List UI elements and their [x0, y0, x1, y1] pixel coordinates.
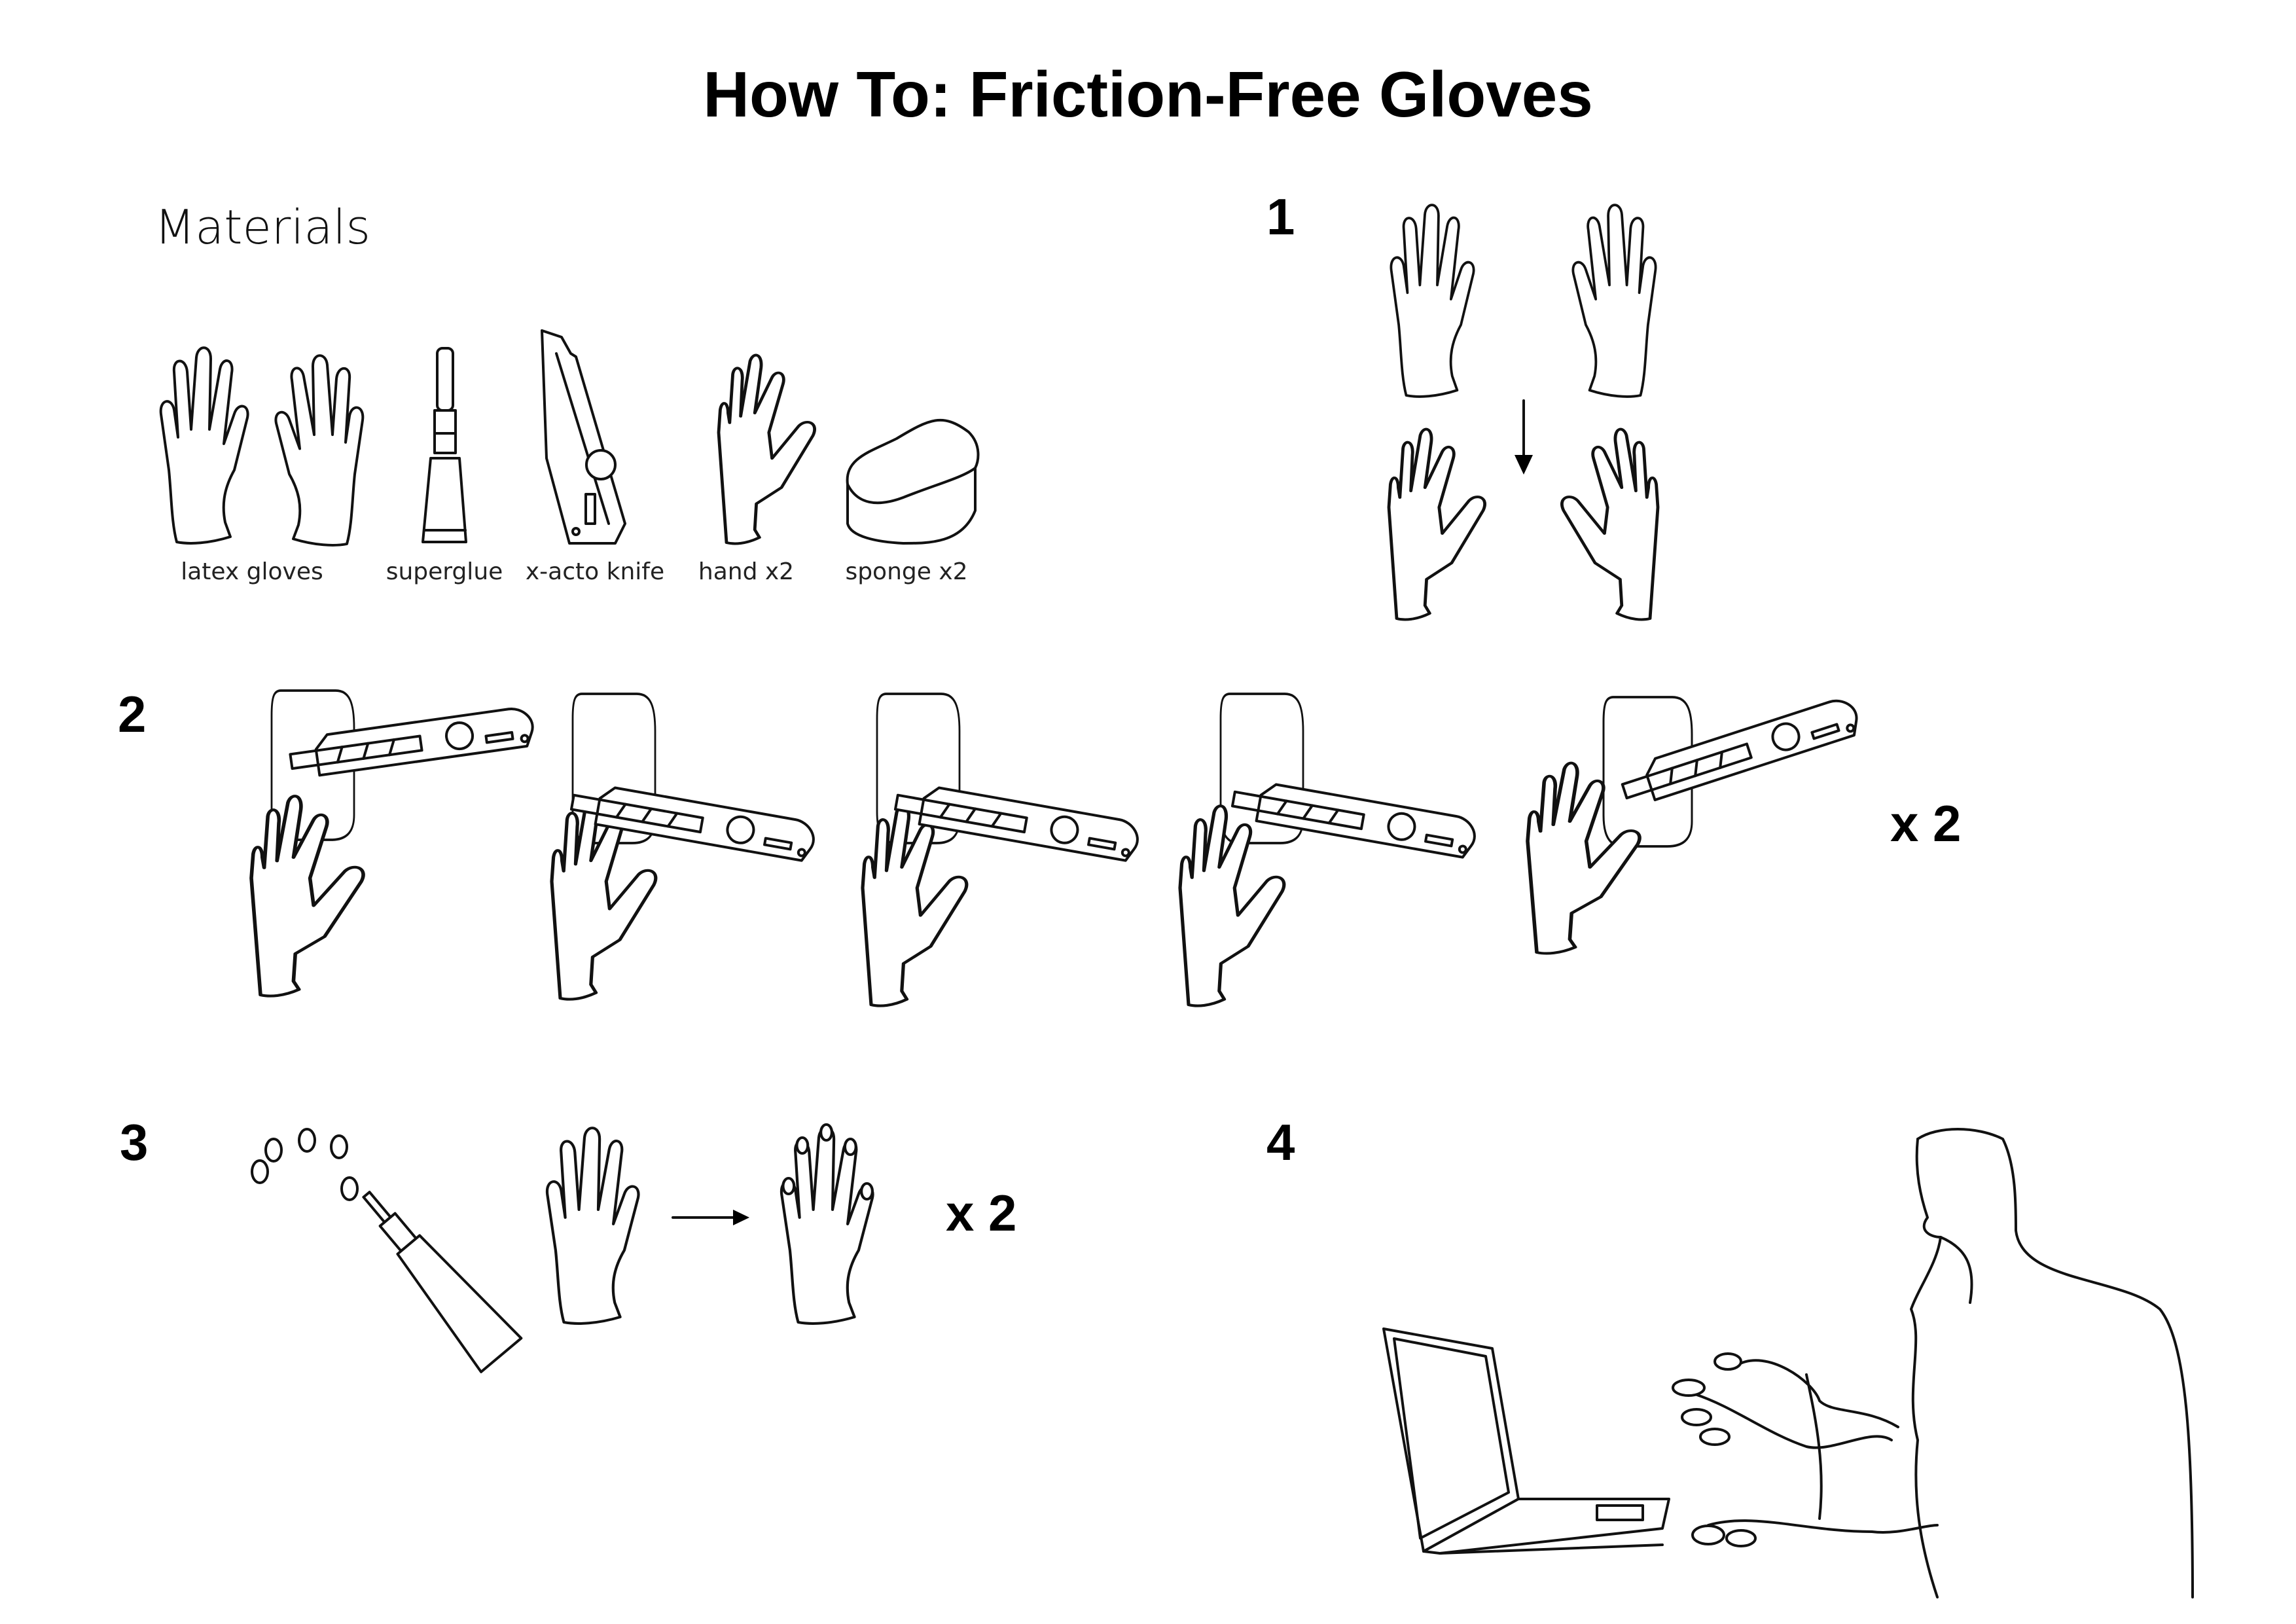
step-1-illustration — [1389, 204, 1658, 619]
person-figure — [1672, 1128, 2194, 1598]
material-label: sponge x2 — [845, 558, 967, 585]
superglue-icon — [422, 347, 467, 543]
step-3-multiplier: x 2 — [946, 1184, 1016, 1242]
laptop-icon — [1382, 1327, 1670, 1555]
step-3-number: 3 — [120, 1113, 148, 1171]
superglue-tube-icon — [362, 1191, 523, 1373]
step-2-illustration — [251, 689, 1863, 1006]
latex-gloves-icon — [159, 346, 365, 547]
glove-icon — [547, 1128, 639, 1324]
page-title: How To: Friction-Free Gloves — [703, 58, 1592, 130]
materials-heading: Materials — [154, 200, 370, 255]
step-2-multiplier: x 2 — [1890, 795, 1961, 852]
sponge-icon — [846, 418, 980, 545]
materials-labels: latex gloves superglue x-acto knife hand… — [181, 558, 967, 585]
cut-panel — [863, 693, 1142, 1006]
sponge-pads-icon — [251, 1128, 359, 1201]
step-4-illustration — [1382, 1128, 2194, 1598]
cut-panel — [251, 689, 537, 996]
step-4-number: 4 — [1266, 1113, 1295, 1171]
material-label: x-acto knife — [526, 558, 664, 585]
cut-panel — [1180, 693, 1479, 1006]
hand-icon — [719, 355, 815, 544]
cut-panel — [1528, 694, 1863, 953]
cut-panel — [552, 693, 818, 1000]
material-label: superglue — [386, 558, 503, 585]
step-1-number: 1 — [1266, 188, 1295, 245]
step-3-illustration — [251, 1123, 873, 1373]
step-2-number: 2 — [118, 685, 146, 743]
material-label: hand x2 — [698, 558, 794, 585]
material-label: latex gloves — [181, 558, 323, 585]
xacto-knife-icon — [541, 329, 626, 545]
glove-with-pads-icon — [781, 1123, 873, 1324]
